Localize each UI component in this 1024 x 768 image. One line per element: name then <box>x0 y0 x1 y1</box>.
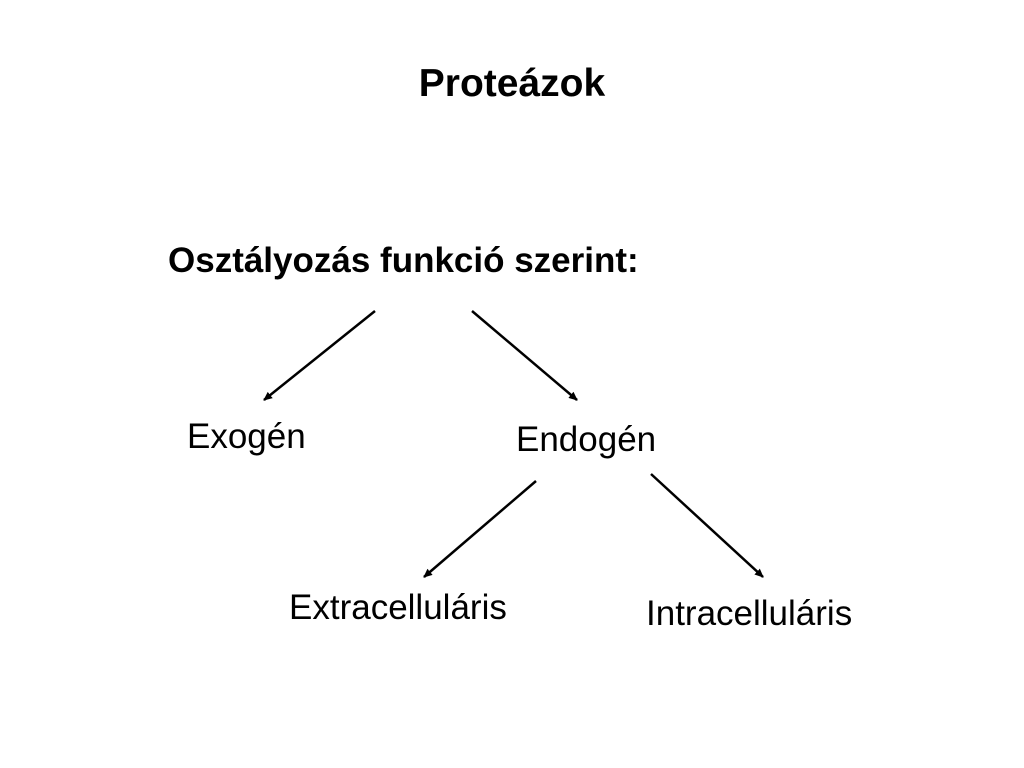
arrow-to-exogen <box>263 310 376 401</box>
node-endogen: Endogén <box>516 420 657 459</box>
node-exogen: Exogén <box>187 417 306 456</box>
arrow-to-endogen <box>471 310 578 401</box>
slide-title: Proteázok <box>418 62 606 105</box>
arrow-to-intracellular <box>650 473 764 578</box>
node-extracellular: Extracelluláris <box>289 588 507 627</box>
classification-heading: Osztályozás funkció szerint: <box>168 241 639 280</box>
arrow-to-extracellular <box>423 480 537 578</box>
node-intracellular: Intracelluláris <box>646 594 853 633</box>
